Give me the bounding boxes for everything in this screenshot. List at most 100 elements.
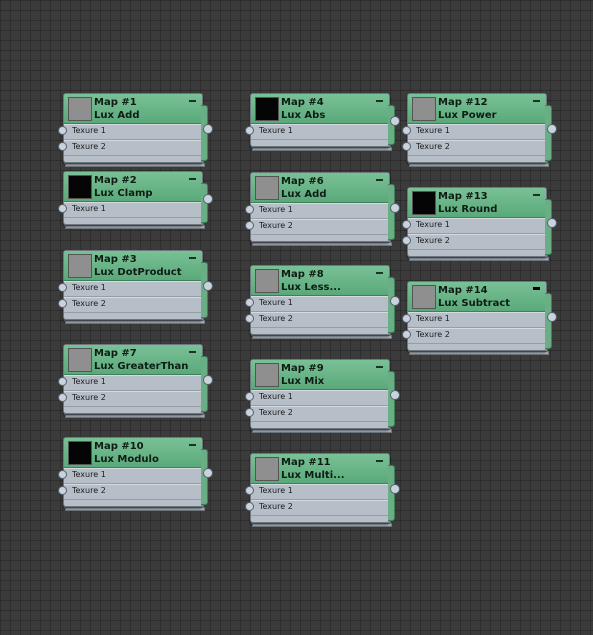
minimize-icon[interactable]: [189, 351, 196, 353]
input-slot-row[interactable]: Texure 1: [64, 202, 202, 218]
input-slot-row[interactable]: Texure 1: [251, 124, 389, 140]
input-slot-row[interactable]: Texure 2: [408, 140, 546, 156]
input-socket[interactable]: [58, 126, 67, 135]
output-socket[interactable]: [390, 484, 400, 494]
input-slot-row[interactable]: Texure 1: [64, 468, 202, 484]
input-slot-row[interactable]: Texure 2: [408, 328, 546, 344]
minimize-icon[interactable]: [376, 100, 383, 102]
input-socket[interactable]: [58, 486, 67, 495]
output-socket[interactable]: [390, 296, 400, 306]
input-slot-row[interactable]: Texure 1: [408, 124, 546, 140]
input-socket[interactable]: [245, 205, 254, 214]
output-socket[interactable]: [390, 203, 400, 213]
input-socket[interactable]: [245, 502, 254, 511]
input-socket[interactable]: [245, 392, 254, 401]
minimize-icon[interactable]: [376, 460, 383, 462]
input-slot-row[interactable]: Texure 1: [251, 203, 389, 219]
output-socket[interactable]: [203, 194, 213, 204]
input-slot-row[interactable]: Texure 1: [408, 312, 546, 328]
input-slot-row[interactable]: Texure 1: [64, 281, 202, 297]
input-socket[interactable]: [402, 142, 411, 151]
input-slot-row[interactable]: Texure 1: [64, 124, 202, 140]
output-socket[interactable]: [547, 124, 557, 134]
input-slot-row[interactable]: Texure 2: [251, 406, 389, 422]
input-socket[interactable]: [402, 314, 411, 323]
input-slot-row[interactable]: Texure 2: [251, 500, 389, 516]
minimize-icon[interactable]: [376, 272, 383, 274]
minimize-icon[interactable]: [533, 194, 540, 196]
minimize-icon[interactable]: [533, 287, 540, 290]
input-slot-row[interactable]: Texure 1: [251, 296, 389, 312]
input-socket[interactable]: [58, 377, 67, 386]
input-slot-row[interactable]: Texure 1: [408, 218, 546, 234]
input-socket[interactable]: [58, 142, 67, 151]
input-slot-row[interactable]: Texure 2: [64, 391, 202, 407]
input-socket[interactable]: [58, 393, 67, 402]
input-socket[interactable]: [245, 298, 254, 307]
minimize-icon[interactable]: [189, 100, 196, 102]
input-slot-row[interactable]: Texure 2: [251, 312, 389, 328]
input-slot-row[interactable]: Texure 2: [64, 297, 202, 313]
input-socket[interactable]: [245, 486, 254, 495]
input-socket[interactable]: [245, 126, 254, 135]
input-socket[interactable]: [245, 408, 254, 417]
input-socket[interactable]: [402, 220, 411, 229]
output-socket[interactable]: [390, 390, 400, 400]
minimize-icon[interactable]: [189, 257, 196, 259]
output-socket[interactable]: [203, 468, 213, 478]
input-socket[interactable]: [58, 299, 67, 308]
minimize-icon[interactable]: [376, 366, 383, 368]
input-socket[interactable]: [245, 221, 254, 230]
output-socket[interactable]: [203, 375, 213, 385]
input-slot-row[interactable]: Texure 1: [251, 484, 389, 500]
input-socket[interactable]: [402, 236, 411, 245]
output-socket[interactable]: [390, 116, 400, 126]
minimize-icon[interactable]: [189, 178, 196, 180]
input-socket[interactable]: [245, 314, 254, 323]
minimize-icon[interactable]: [533, 100, 540, 102]
input-slot-row[interactable]: Texure 2: [408, 234, 546, 250]
output-socket[interactable]: [203, 124, 213, 134]
input-slot-row[interactable]: Texure 1: [251, 390, 389, 406]
output-socket[interactable]: [203, 281, 213, 291]
input-slot-row[interactable]: Texure 1: [64, 375, 202, 391]
input-socket[interactable]: [58, 470, 67, 479]
output-socket[interactable]: [547, 218, 557, 228]
input-socket[interactable]: [58, 283, 67, 292]
